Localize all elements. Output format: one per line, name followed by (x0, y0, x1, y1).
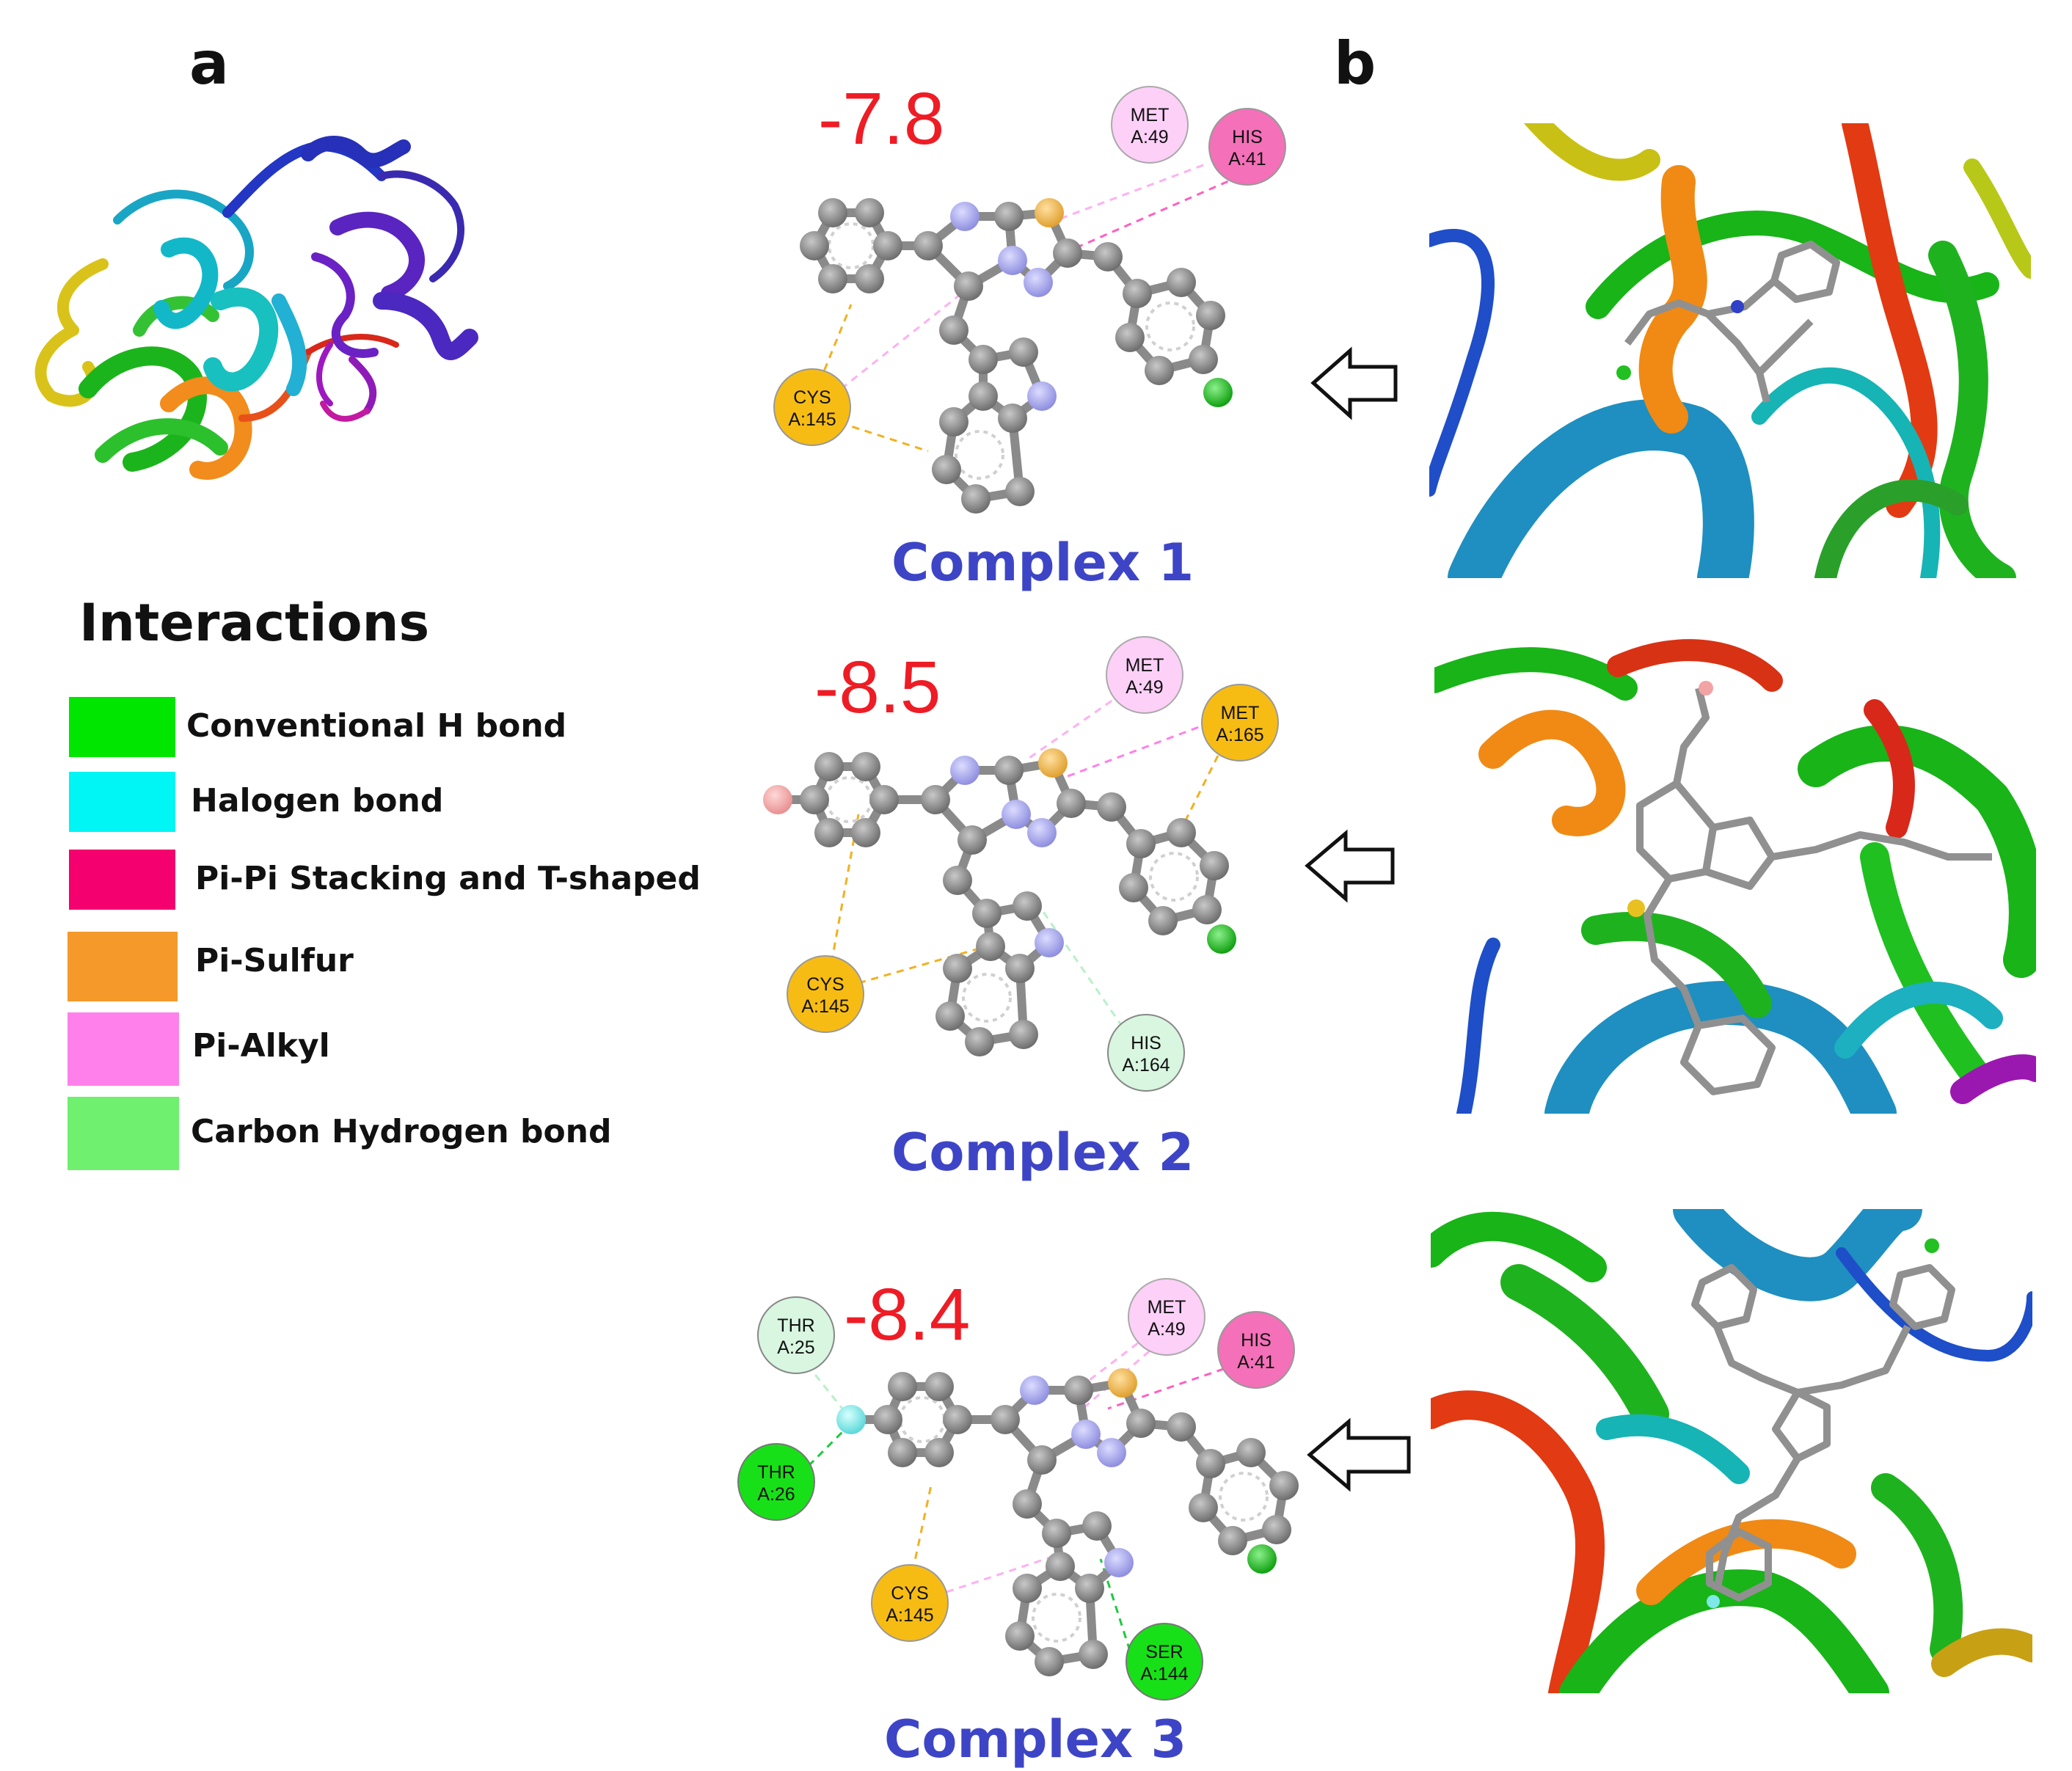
residue-id: A:145 (801, 996, 849, 1017)
legend-label: Pi-Sulfur (195, 942, 354, 979)
legend-label: Halogen bond (191, 782, 444, 819)
residue-id: A:145 (788, 409, 836, 430)
legend-title: Interactions (79, 593, 430, 653)
complex-3-3d-docking-view (1431, 1209, 2032, 1693)
residue-name: THR (777, 1315, 814, 1336)
residue-met-49: MET A:49 (1128, 1278, 1205, 1356)
residue-id: A:26 (757, 1484, 795, 1505)
residue-id: A:144 (1140, 1664, 1188, 1684)
residue-name: HIS (1241, 1330, 1272, 1351)
residue-name: HIS (1131, 1033, 1161, 1054)
residue-id: A:49 (1126, 677, 1163, 698)
residue-thr-26: THR A:26 (737, 1443, 815, 1521)
complex-1-3d-docking-view (1429, 123, 2031, 578)
residue-cys-145: CYS A:145 (787, 955, 864, 1033)
legend-label: Pi-Alkyl (192, 1027, 330, 1065)
complex-1-ligand-diagram: MET A:49 HIS A:41 CYS A:145 (773, 86, 1286, 514)
residue-name: MET (1126, 655, 1164, 676)
residue-ser-144: SER A:144 (1126, 1623, 1203, 1701)
residue-id: A:164 (1122, 1055, 1170, 1076)
complex-2-3d-docking-view (1434, 637, 2036, 1114)
residue-name: MET (1131, 105, 1170, 125)
residue-his-41: HIS A:41 (1217, 1311, 1295, 1389)
residue-cys-145: CYS A:145 (773, 368, 851, 446)
arrow-left-icon (1305, 829, 1395, 903)
legend-swatch (68, 1012, 179, 1086)
legend-swatch (69, 850, 175, 910)
residue-name: CYS (891, 1583, 928, 1604)
residue-name: THR (757, 1462, 795, 1483)
protein-ribbon-structure (34, 136, 478, 480)
legend-swatch (69, 772, 175, 832)
residue-met-49: MET A:49 (1106, 636, 1183, 714)
complex-2-ligand-diagram: MET A:49 MET A:165 CYS A:145 HIS A:164 (763, 636, 1279, 1092)
residue-name: MET (1148, 1297, 1186, 1318)
arrow-left-icon (1310, 346, 1398, 420)
residue-id: A:145 (886, 1605, 933, 1626)
residue-his-164: HIS A:164 (1107, 1014, 1185, 1092)
residue-name: HIS (1232, 127, 1263, 147)
legend-swatch (68, 1097, 179, 1170)
residue-id: A:165 (1216, 725, 1263, 745)
legend-swatch (68, 932, 178, 1001)
residue-id: A:41 (1228, 149, 1266, 169)
residue-cys-145: CYS A:145 (871, 1564, 949, 1642)
residue-name: SER (1145, 1642, 1183, 1662)
residue-name: CYS (793, 387, 831, 408)
legend-label: Pi-Pi Stacking and T-shaped (195, 860, 701, 897)
residue-met-165: MET A:165 (1201, 684, 1279, 762)
panel-label-a: a (189, 29, 229, 98)
complex-2-binding-energy: -8.5 (814, 646, 941, 729)
complex-1-label: Complex 1 (891, 533, 1194, 593)
complex-2-label: Complex 2 (891, 1122, 1194, 1183)
residue-id: A:41 (1237, 1352, 1274, 1373)
complex-1-binding-energy: -7.8 (818, 78, 945, 160)
residue-name: CYS (806, 974, 844, 995)
panel-label-b: b (1334, 29, 1376, 98)
arrow-left-icon (1307, 1417, 1411, 1492)
residue-id: A:49 (1148, 1319, 1185, 1340)
residue-name: MET (1221, 703, 1260, 723)
residue-his-41: HIS A:41 (1208, 108, 1286, 186)
complex-3-binding-energy: -8.4 (844, 1274, 971, 1356)
residue-met-49: MET A:49 (1111, 86, 1189, 164)
residue-id: A:49 (1131, 127, 1168, 147)
complex-3-label: Complex 3 (884, 1709, 1187, 1770)
residue-id: A:25 (777, 1337, 814, 1358)
complex-3-ligand-diagram: THR A:25 THR A:26 MET A:49 HIS A:41 CYS … (737, 1278, 1299, 1701)
legend-label: Conventional H bond (186, 707, 567, 745)
legend-swatch (69, 697, 175, 757)
legend-label: Carbon Hydrogen bond (191, 1113, 612, 1150)
residue-thr-25: THR A:25 (757, 1296, 835, 1374)
